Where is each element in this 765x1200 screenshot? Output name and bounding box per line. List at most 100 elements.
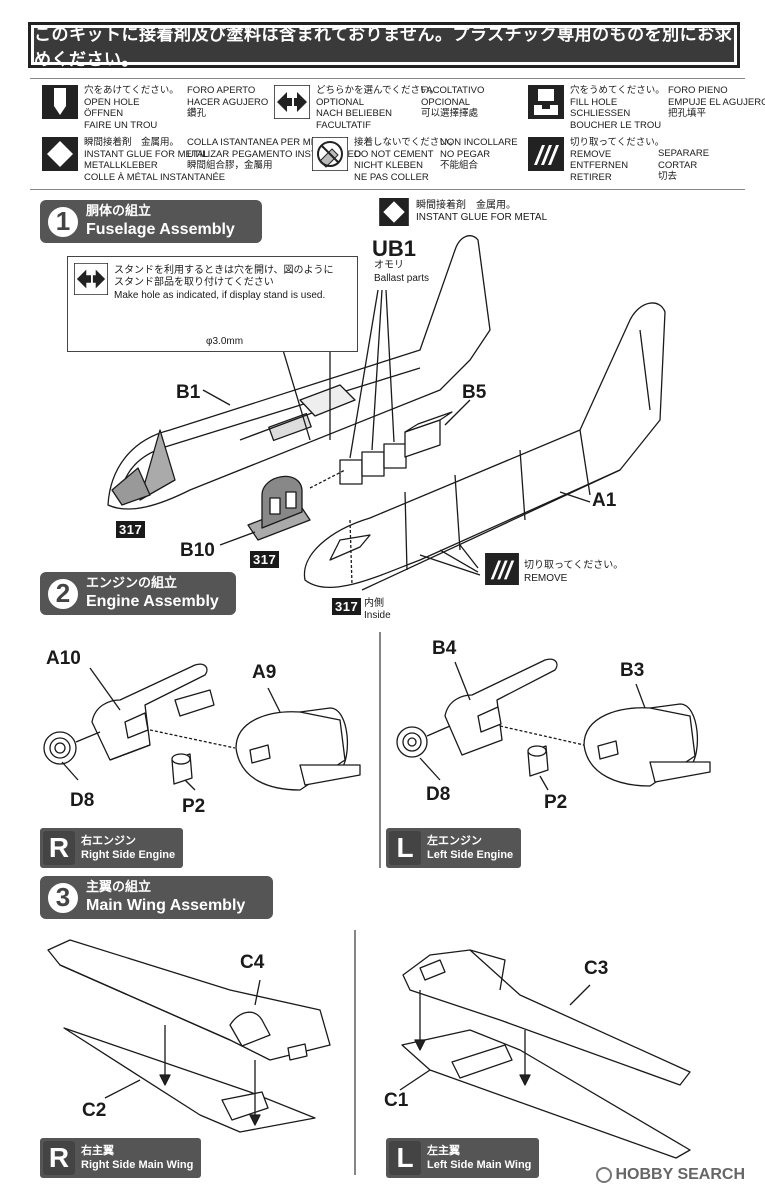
left-side-letter: L — [389, 1141, 421, 1175]
part-b5 — [404, 399, 471, 458]
legend-no-cement-zh: 不能組合 — [440, 160, 479, 171]
legend-optional-en: OPTIONAL — [316, 96, 365, 108]
ballast-blocks — [339, 289, 407, 485]
stand-note-jp1: スタンドを利用するときは穴を開け、図のように — [114, 265, 334, 276]
right-wing-badge: R 右主翼 Right Side Main Wing — [40, 1138, 202, 1178]
part-c3: C3 — [584, 958, 609, 979]
legend-open-hole-en: OPEN HOLE — [84, 96, 140, 108]
legend-instant-glue-jp: 瞬間接着剤 金属用。 — [84, 137, 180, 148]
watermark-text: HOBBY SEARCH — [615, 1166, 746, 1183]
legend-instant-glue-en: INSTANT GLUE FOR METAL — [84, 148, 209, 160]
right-side-letter: R — [43, 1141, 75, 1175]
watermark: HOBBY SEARCH — [595, 1166, 746, 1184]
no-glue-icon — [312, 137, 348, 171]
step3-title-jp: 主翼の組立 — [86, 880, 152, 895]
legend-remove-de: ENTFERNEN — [570, 160, 629, 171]
legend-fill-hole-de: SCHLIESSEN — [570, 108, 631, 119]
legend-fill-hole-es: EMPUJE EL AGUJERO — [668, 96, 765, 108]
left-wing-drawing — [401, 949, 691, 1159]
legend-remove-it: SEPARARE — [658, 148, 710, 159]
legend-no-cement-fr: NE PAS COLLER — [354, 171, 429, 183]
legend-fill-hole-fr: BOUCHER LE TROU — [570, 119, 662, 131]
step2-title-en: Engine Assembly — [86, 593, 219, 610]
legend-remove-zh: 切去 — [658, 171, 678, 182]
legend-instant-glue-fr: COLLE À MÉTAL INSTANTANÉE — [84, 171, 226, 183]
cut-stripes-icon — [485, 553, 519, 585]
paint-317-tag: 317 — [116, 521, 146, 538]
part-p2-right: P2 — [182, 796, 206, 817]
left-engine-badge: L 左エンジン Left Side Engine — [386, 828, 522, 868]
legend-fill-hole-zh: 把孔填平 — [668, 108, 707, 119]
legend-remove-jp: 切り取ってください。 — [570, 137, 665, 148]
ub1-jp: オモリ — [374, 260, 404, 271]
part-b3: B3 — [620, 660, 645, 681]
left-engine-drawing — [396, 658, 711, 787]
legend-no-cement-jp: 接着しないでください。 — [354, 137, 459, 148]
left-wing-jp: 左主翼 — [427, 1144, 460, 1157]
fill-hole-icon — [528, 85, 564, 119]
legend-no-cement-en: DO NOT CEMENT — [354, 148, 434, 160]
part-d8-right: D8 — [70, 790, 95, 811]
legend-optional-es: OPCIONAL — [421, 96, 471, 108]
step2-header: 2 エンジンの組立 Engine Assembly — [40, 572, 236, 615]
stand-note-en: Make hole as indicated, if display stand… — [114, 290, 326, 301]
legend-open-hole-de: ÖFFNEN — [84, 108, 124, 119]
step3-number: 3 — [46, 880, 80, 915]
step1-title-en: Fuselage Assembly — [86, 221, 235, 238]
part-a9: A9 — [252, 662, 277, 683]
inside-jp: 内側 — [364, 598, 384, 609]
step1-number: 1 — [46, 204, 80, 239]
left-wing-en: Left Side Main Wing — [427, 1159, 532, 1171]
legend-instant-glue-zh: 瞬間組合膠，金屬用 — [187, 160, 273, 171]
legend-fill-hole-jp: 穴をうめてください。 — [570, 85, 665, 96]
legend-optional-de: NACH BELIEBEN — [316, 108, 393, 119]
legend-open-hole-fr: FAIRE UN TROU — [84, 119, 158, 131]
legend-open-hole-zh: 鑽孔 — [187, 108, 207, 119]
legend-instant-glue-it: COLLA ISTANTANEA PER METALLI — [187, 137, 342, 148]
part-b5: B5 — [462, 382, 487, 403]
legend-fill-hole-it: FORO PIENO — [668, 85, 728, 96]
step3-header: 3 主翼の組立 Main Wing Assembly — [40, 876, 273, 919]
double-arrow-icon — [274, 85, 310, 119]
part-a10: A10 — [46, 648, 81, 669]
glue-callout: 瞬間接着剤 金属用。 INSTANT GLUE FOR METAL — [376, 198, 576, 226]
paint-317-tag: 317 — [250, 551, 280, 568]
part-c1: C1 — [384, 1090, 409, 1111]
step2-title-jp: エンジンの組立 — [86, 576, 178, 591]
left-wing-badge: L 左主翼 Left Side Main Wing — [386, 1138, 540, 1178]
part-b10: B10 — [180, 540, 215, 561]
stand-note-jp2: スタンド部品を取り付けてください — [114, 277, 274, 288]
step1-header: 1 胴体の組立 Fuselage Assembly — [40, 200, 262, 243]
warning-banner-text: このキットに接着剤及び塗料は含まれておりません。プラスチック専用のものを別にお求… — [34, 25, 734, 70]
glue-diamond-icon — [379, 198, 409, 226]
left-engine-en: Left Side Engine — [427, 849, 514, 861]
glue-callout-jp: 瞬間接着剤 金属用。 — [416, 200, 516, 211]
fuselage-half-a1 — [303, 302, 666, 591]
warning-banner: このキットに接着剤及び塗料は含まれておりません。プラスチック専用のものを別にお求… — [28, 22, 740, 70]
step3-title-en: Main Wing Assembly — [86, 897, 246, 914]
legend-instant-glue-es: UTILIZAR PEGAMENTO INSTANTANEO — [187, 148, 362, 160]
legend-open-hole-jp: 穴をあけてください。 — [84, 85, 179, 96]
part-ub1: UB1 — [372, 236, 417, 261]
right-wing-drawing — [47, 939, 331, 1133]
remove-note-jp: 切り取ってください。 — [524, 560, 624, 571]
watermark-logo-icon — [595, 1167, 612, 1183]
remove-note-en: REMOVE — [524, 573, 568, 584]
stand-note-box: スタンドを利用するときは穴を開け、図のように スタンド部品を取り付けてください … — [67, 256, 358, 352]
part-c4: C4 — [240, 952, 265, 973]
fuselage-half-b1 — [107, 235, 491, 510]
right-engine-jp: 右エンジン — [81, 834, 136, 847]
left-engine-jp: 左エンジン — [427, 834, 482, 847]
glue-callout-en: INSTANT GLUE FOR METAL — [416, 212, 548, 223]
legend-no-cement-de: NICHT KLEBEN — [354, 160, 423, 171]
right-wing-en: Right Side Main Wing — [81, 1159, 194, 1171]
legend-remove-fr: RETIRER — [570, 171, 612, 183]
part-c2: C2 — [82, 1100, 107, 1121]
right-engine-drawing — [43, 663, 361, 791]
legend-optional-jp: どちらかを選んでください。 — [316, 85, 440, 96]
legend-optional-zh: 可以選擇擇處 — [421, 108, 479, 119]
legend-optional-fr: FACULTATIF — [316, 119, 371, 131]
stand-hole-size: φ3.0mm — [206, 336, 244, 347]
inside-en: Inside — [364, 610, 391, 621]
step1-title-jp: 胴体の組立 — [86, 204, 152, 219]
